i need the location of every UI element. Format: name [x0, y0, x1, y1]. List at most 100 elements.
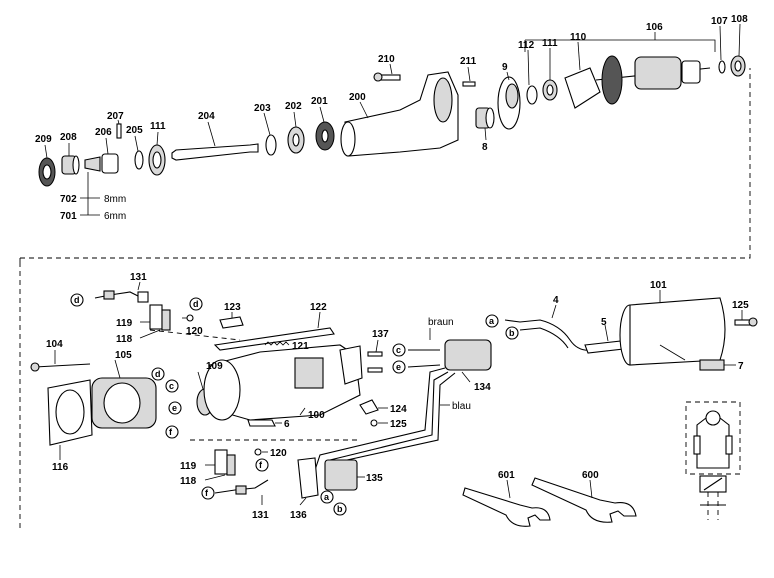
part-205-ring	[134, 135, 144, 170]
label-135: 135	[366, 473, 383, 484]
svg-text:c: c	[169, 381, 174, 391]
part-136-switch-cover	[297, 457, 319, 506]
connector-e-coil: e	[168, 401, 182, 415]
part-118-brush-holder-top	[139, 304, 171, 339]
label-wire-blau: blau	[452, 401, 471, 412]
label-118-bottom: 118	[180, 476, 197, 487]
part-107-washer	[718, 25, 726, 74]
part-134-suppressor	[314, 328, 492, 471]
connector-f-coil: f	[165, 425, 179, 439]
part-4-power-cord	[504, 304, 601, 351]
part-118-brush-holder-bottom	[204, 449, 236, 481]
label-7: 7	[738, 361, 744, 372]
label-131-bottom: 131	[252, 510, 269, 521]
svg-text:f: f	[169, 427, 173, 437]
label-205: 205	[126, 125, 143, 136]
label-122: 122	[310, 302, 327, 313]
label-9: 9	[502, 62, 508, 73]
label-131-top: 131	[130, 272, 147, 283]
label-111-front: 111	[150, 121, 166, 132]
part-207-pin	[116, 119, 122, 139]
svg-text:d: d	[74, 295, 80, 305]
label-134: 134	[474, 382, 491, 393]
connector-c-suppressor: c	[392, 343, 406, 357]
svg-text:d: d	[155, 369, 161, 379]
connector-f-holder-bottom: f	[255, 458, 269, 472]
label-118-top: 118	[116, 334, 133, 345]
label-107: 107	[711, 16, 728, 27]
label-601: 601	[498, 470, 515, 481]
label-210: 210	[378, 54, 395, 65]
label-6: 6	[284, 419, 290, 430]
label-109: 109	[206, 361, 223, 372]
part-108-bearing	[730, 23, 746, 77]
part-labels: 209 208 207 206 205 111 204 203 202 201 …	[35, 14, 749, 521]
part-122-cover-plate	[213, 311, 335, 351]
label-202: 202	[285, 101, 302, 112]
part-120-screw-bottom	[254, 448, 268, 456]
collet-size-leader	[80, 172, 100, 216]
svg-text:a: a	[489, 316, 495, 326]
label-125-clamp: 125	[390, 419, 407, 430]
part-116-end-plate	[47, 379, 93, 460]
label-204: 204	[198, 111, 215, 122]
part-200-gear-housing	[340, 71, 459, 157]
label-701: 701	[60, 211, 77, 222]
part-203-circlip	[263, 112, 277, 156]
part-125-screw-handle	[734, 310, 758, 327]
connector-a-switch: a	[320, 490, 334, 504]
label-110: 110	[570, 32, 587, 43]
top-group-frame	[20, 68, 751, 259]
connector-d-coil: d	[151, 367, 165, 381]
label-120-bottom: 120	[270, 448, 287, 459]
label-size-8mm: 8mm	[104, 194, 126, 205]
connector-e-suppressor: e	[392, 360, 406, 374]
part-211-pin	[462, 66, 476, 87]
label-207: 207	[107, 111, 124, 122]
label-111-rear: 111	[542, 38, 558, 49]
part-208-collet-nut	[61, 143, 80, 175]
connector-b-cord: b	[505, 326, 519, 340]
part-135-switch	[324, 459, 365, 491]
label-201: 201	[311, 96, 328, 107]
part-206-collet	[84, 137, 119, 174]
label-112: 112	[518, 40, 535, 51]
label-208: 208	[60, 132, 77, 143]
label-5: 5	[601, 317, 607, 328]
part-137-pins	[367, 339, 383, 373]
label-wire-braun: braun	[428, 317, 454, 328]
label-119-top: 119	[116, 318, 133, 329]
label-600: 600	[582, 470, 599, 481]
label-8: 8	[482, 142, 488, 153]
connector-f-wire-bottom: f	[201, 486, 215, 500]
label-101: 101	[650, 280, 667, 291]
part-204-spindle	[171, 121, 259, 161]
svg-text:f: f	[259, 460, 263, 470]
part-202-bearing	[287, 111, 305, 154]
label-206: 206	[95, 127, 112, 138]
label-200: 200	[349, 92, 366, 103]
label-100: 100	[308, 410, 325, 421]
part-111-bearing-front	[148, 131, 166, 176]
part-123-clip	[219, 312, 244, 329]
label-116: 116	[52, 462, 69, 473]
part-8-sleeve	[475, 107, 495, 141]
label-4: 4	[553, 295, 559, 306]
part-100-motor-housing	[203, 344, 363, 421]
label-106: 106	[646, 22, 663, 33]
label-136: 136	[290, 510, 307, 521]
part-210-screw	[373, 63, 401, 82]
brush-group-frame	[149, 329, 360, 441]
part-7-label	[699, 359, 736, 371]
svg-text:e: e	[172, 403, 177, 413]
part-9-bearing-cover	[497, 71, 521, 130]
label-120-top: 120	[186, 326, 203, 337]
connector-d-holder-top: d	[189, 297, 203, 311]
part-121-spring	[264, 341, 290, 346]
part-201-gear	[315, 106, 335, 151]
wiring-schematic	[685, 401, 741, 520]
label-121: 121	[292, 341, 309, 352]
part-120-screw-top	[182, 314, 194, 322]
